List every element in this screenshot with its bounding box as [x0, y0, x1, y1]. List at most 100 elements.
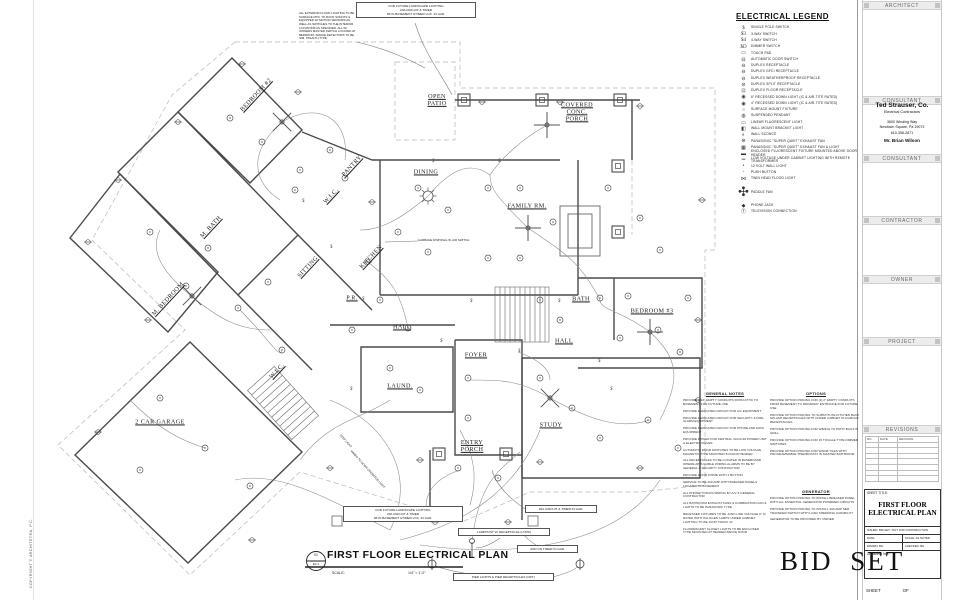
- legend-symbol-icon: $: [742, 25, 745, 31]
- legend-label: DUPLEX GFCI RECEPTACLE: [751, 69, 799, 74]
- timer-gar-box: 20A CIRCUIT & TIMER IN GAR.: [525, 505, 597, 514]
- legend-label: 6" RECESSED DOWN LIGHT (IC & AIR-TITE RA…: [751, 94, 838, 99]
- svg-text:$: $: [330, 245, 333, 250]
- legend-item: ⊛PANASONIC "SUPER QUIET" EXHAUST FAN: [736, 138, 862, 144]
- sheet-title-box: SHEET TITLE: FIRST FLOOR ELECTRICAL PLAN…: [864, 489, 941, 579]
- legend-item: ⋈TWIN HEAD FLOOD LIGHT: [736, 176, 862, 182]
- note-item: ALL PHONE/TV/DATA WIRING BY A/V & GENERA…: [683, 490, 755, 499]
- note-item: PROVIDE OPTION PRICING FOR WARM TILES WI…: [770, 448, 855, 457]
- legend-item: ▭ TOUCH PAD: [736, 50, 862, 56]
- legend-label: TELEVISION CONNECTION: [751, 209, 797, 214]
- legend-item: $ SINGLE POLE SWITCH: [736, 25, 862, 31]
- svg-text:$: $: [350, 387, 353, 392]
- walls: [69, 57, 703, 564]
- svg-text:$: $: [558, 299, 561, 304]
- sheet-title-label: SHEET TITLE:: [867, 491, 888, 495]
- note-item: RECESSED FIXTURES TO BE JUNO LINE VOLTAG…: [683, 512, 766, 524]
- consultant-info: Ted Strauser, Co. Electrical Contractors…: [863, 102, 941, 143]
- generator-title: GENERATOR: [802, 489, 830, 494]
- legend-label: 12 VOLT WALL LIGHT: [751, 163, 787, 168]
- legend-label: DUPLEX FLOOR RECEPTACLE: [751, 88, 803, 93]
- room-label: OPEN PATIO: [427, 92, 447, 107]
- wiring-arcs: [129, 112, 675, 550]
- legend-label: PUSH BUTTON: [751, 170, 777, 175]
- legend-label: SUSPENDED PENDANT: [751, 113, 791, 118]
- legend-item: ✣PADDLE FAN: [736, 182, 862, 202]
- room-label: P.R.: [346, 294, 358, 302]
- room-label: FAMILY RM.: [507, 202, 547, 210]
- section-contractor: CONTRACTOR: [863, 216, 941, 225]
- legend-label: WALL SCONCE: [751, 132, 777, 137]
- legend-symbol-icon: $D: [740, 44, 747, 50]
- pier-lights-box: PIER LIGHTS & PIER RECEPTACLES (OPT.): [453, 573, 554, 582]
- plan-title: FIRST FLOOR ELECTRICAL PLAN: [327, 549, 509, 561]
- scale-field: SCALE: AS NOTED: [902, 534, 940, 542]
- legend-symbol-icon: ○: [741, 107, 746, 113]
- site-symbols: [427, 538, 585, 570]
- legend-item: ⊖ DUPLEX WEATHERPROOF RECEPTACLE: [736, 75, 862, 81]
- legend-label: TOUCH PAD: [751, 50, 772, 55]
- room-label: BEDROOM #3: [630, 307, 674, 315]
- legend-item: ◉4" RECESSED DOWN LIGHT (IC & AIR-TITE R…: [736, 101, 862, 107]
- room-label: COVERED CONC. PORCH: [560, 101, 594, 123]
- svg-text:$: $: [440, 339, 443, 344]
- on-timer-box: AND ON TIMER IN GAR.: [517, 545, 578, 554]
- svg-text:$: $: [518, 349, 521, 354]
- note-item: GENERATOR TO BE PROVIDED BY OWNER: [770, 517, 835, 522]
- plan-scale-value: 1/4" = 1'-0": [408, 571, 426, 575]
- legend-item: ◦PUSH BUTTON: [736, 170, 862, 176]
- legend-label: SINGLE POLE SWITCH: [751, 25, 790, 30]
- electrical-symbols: $$$$$$$$$$$$: [84, 61, 706, 543]
- note-item: PROVIDE DEDICATED CIRCUIT FOR SECURITY &…: [683, 415, 764, 424]
- legend-item: ⊡DUPLEX FLOOR RECEPTACLE: [736, 88, 862, 94]
- sheet-title: FIRST FLOOR ELECTRICAL PLAN: [868, 501, 937, 518]
- legend-symbol-icon: ⊟: [741, 57, 746, 63]
- legend-item: ◧WALL MOUNT BRACKET LIGHT: [736, 126, 862, 132]
- bid-set-stamp: BID SET: [780, 546, 905, 576]
- legend-label: AUTOMATIC DOOR SWITCH: [751, 56, 798, 61]
- legend-label: TWIN HEAD FLOOD LIGHT: [751, 176, 796, 181]
- legend-item: ○SURFACE MOUNT FIXTURE: [736, 107, 862, 113]
- generator-notes: GENERATOR PROVIDE OPTION PRICING TO INST…: [770, 489, 862, 525]
- plan-scale-label: SCALE:: [332, 571, 345, 575]
- legend-label: PHONE JACK: [751, 202, 774, 207]
- legend-symbol-icon: ◍: [741, 114, 746, 120]
- legend-item: ═LOW VOLTAGE UNDER CABINET LIGHTING WITH…: [736, 156, 862, 163]
- svg-text:$: $: [302, 199, 305, 204]
- svg-text:$: $: [498, 159, 501, 164]
- svg-text:$: $: [598, 359, 601, 364]
- section-architect: ARCHITECT: [863, 1, 941, 10]
- note-item: PROVIDE OPTION PRICING TO SUBSTITUTE KIT…: [770, 412, 860, 425]
- legend-symbol-icon: Ⓣ: [740, 210, 746, 216]
- legend-symbol-icon: ⊘: [741, 82, 746, 88]
- legend-item: ◉6" RECESSED DOWN LIGHT (IC & AIR-TITE R…: [736, 94, 862, 100]
- legend-label: PANASONIC "SUPER QUIET" EXHAUST FAN: [751, 138, 825, 143]
- garbage-disposal-note: GARBAGE DISPOSAL W. AIR SWITCH: [418, 238, 470, 242]
- legend-item: ◐ WALL SCONCE: [736, 132, 862, 138]
- legend-label: 4-WAY SWITCH: [751, 37, 777, 42]
- section-consultant-2: CONSULTANT: [863, 154, 941, 163]
- legend-label: DUPLEX RECEPTACLE: [751, 63, 790, 68]
- legend-label: DIMMER SWITCH: [751, 44, 781, 49]
- legend-symbol-icon: ▭: [741, 51, 746, 57]
- legend-symbol-icon: ═: [741, 157, 746, 163]
- legend-symbol-icon: ◐: [741, 132, 746, 138]
- legend-label: DUPLEX SPLIT RECEPTACLE: [751, 82, 801, 86]
- title-block: ARCHITECT CONSULTANT CONSULTANT CONTRACT…: [862, 0, 942, 600]
- general-notes: GENERAL NOTES PROVIDE (2) 2" EMPTY CONDU…: [683, 391, 767, 538]
- room-label: HALL: [392, 323, 412, 331]
- checked-field: CHECKED: BH: [902, 542, 940, 550]
- drawing-no-field: DRAWING NO.: [865, 549, 940, 578]
- legend-symbol-icon: $3: [741, 31, 746, 37]
- section-consultant-1: CONSULTANT: [863, 96, 941, 105]
- legend-label: DUPLEX WEATHERPROOF RECEPTACLE: [751, 75, 821, 80]
- legend-label: ENCLOSED FLUORESCENT FIXTURE MOUNTED ABO…: [751, 149, 858, 158]
- lamppost-box: LAMPPOST W. RECEPTACLE (LT'RD): [458, 528, 550, 537]
- legend-symbol-icon: ⊖: [741, 76, 746, 82]
- room-label: FOYER: [464, 351, 488, 359]
- legend-item: •12 VOLT WALL LIGHT: [736, 164, 862, 170]
